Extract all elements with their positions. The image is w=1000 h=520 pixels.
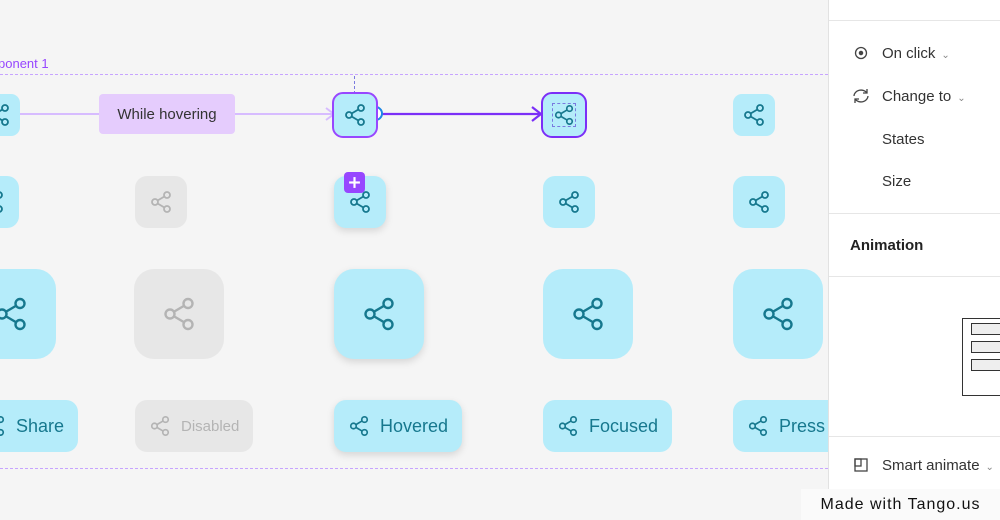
size-label: Size: [882, 172, 912, 190]
animation-preview: [962, 318, 1000, 396]
while-hovering-text: While hovering: [117, 105, 217, 123]
variant-hovered-small[interactable]: [332, 92, 378, 138]
share-icon: [348, 415, 370, 437]
trigger-label: On click: [882, 44, 936, 62]
share-icon: [0, 415, 6, 437]
variant-pressed-medium[interactable]: [733, 176, 785, 228]
action-dropdown[interactable]: Change to ⌄: [829, 81, 1000, 111]
states-label: States: [882, 130, 925, 148]
variant-share-button[interactable]: Share: [0, 400, 79, 452]
variant-default-large[interactable]: [0, 269, 56, 359]
size-row[interactable]: Size S: [829, 166, 1000, 196]
trigger-dropdown[interactable]: On click ⌄: [829, 38, 1000, 68]
states-row[interactable]: States l: [829, 124, 1000, 154]
plus-icon[interactable]: [344, 172, 365, 193]
chevron-down-icon: ⌄: [957, 92, 966, 104]
preview-bar: [971, 341, 1000, 353]
watermark-text: Made with Tango.us: [820, 495, 981, 513]
share-icon: [149, 415, 171, 437]
variant-hovered-button[interactable]: Hovered: [334, 400, 463, 452]
swap-icon: [851, 88, 871, 104]
share-icon: [570, 296, 606, 332]
alignment-guide: [354, 76, 355, 94]
share-icon: [149, 190, 173, 214]
preview-bar: [971, 323, 1000, 335]
variant-focused-button[interactable]: Focused: [543, 400, 673, 452]
frame-label[interactable]: ponent 1: [0, 56, 49, 71]
variant-default-medium[interactable]: [0, 176, 19, 228]
variant-default-small[interactable]: [0, 94, 20, 136]
share-icon: [343, 103, 367, 127]
share-icon: [552, 103, 576, 127]
variant-disabled-medium[interactable]: [135, 176, 187, 228]
pill-label: Press: [779, 415, 826, 436]
target-icon: [851, 46, 871, 60]
action-label: Change to: [882, 87, 952, 105]
preview-bar: [971, 359, 1000, 371]
share-icon: [348, 190, 372, 214]
component-set-top-border: [0, 74, 828, 75]
share-icon: [0, 296, 29, 332]
share-icon: [0, 190, 5, 214]
share-icon: [747, 190, 771, 214]
pill-label: Share: [16, 415, 65, 436]
variant-focused-large[interactable]: [543, 269, 633, 359]
divider: [829, 213, 1000, 214]
share-icon: [557, 415, 579, 437]
pill-label: Hovered: [380, 415, 449, 436]
share-icon: [760, 296, 796, 332]
divider: [829, 436, 1000, 437]
animation-type-label: Smart animate: [882, 456, 980, 474]
component-set-bottom-border: [0, 468, 828, 469]
share-icon: [557, 190, 581, 214]
pill-label: Disabled: [181, 417, 240, 435]
watermark: Made with Tango.us: [801, 489, 1000, 520]
smart-animate-icon: [851, 458, 871, 472]
variant-focused-medium[interactable]: [543, 176, 595, 228]
animation-heading: Animation: [850, 237, 924, 254]
divider: [829, 20, 1000, 21]
variant-disabled-button[interactable]: Disabled: [135, 400, 254, 452]
prototype-panel: On click ⌄ Change to ⌄ States l Size S Ani…: [828, 0, 1000, 520]
variant-pressed-small[interactable]: [733, 94, 775, 136]
variant-hovered-large[interactable]: [334, 269, 424, 359]
animation-type-dropdown[interactable]: Smart animate ⌄: [829, 450, 1000, 480]
share-icon: [747, 415, 769, 437]
share-icon: [161, 296, 197, 332]
chevron-down-icon: ⌄: [941, 49, 950, 61]
share-icon: [0, 103, 11, 127]
variant-pressed-button[interactable]: Press: [733, 400, 828, 452]
share-icon: [742, 103, 766, 127]
share-icon: [361, 296, 397, 332]
design-canvas[interactable]: ponent 1 While hovering Share Disabled: [0, 0, 828, 520]
variant-disabled-large[interactable]: [134, 269, 224, 359]
while-hovering-trigger-label[interactable]: While hovering: [99, 94, 235, 134]
variant-pressed-large[interactable]: [733, 269, 823, 359]
chevron-down-icon: ⌄: [985, 461, 994, 473]
pill-label: Focused: [589, 415, 659, 436]
divider: [829, 276, 1000, 277]
variant-focused-small[interactable]: [541, 92, 587, 138]
